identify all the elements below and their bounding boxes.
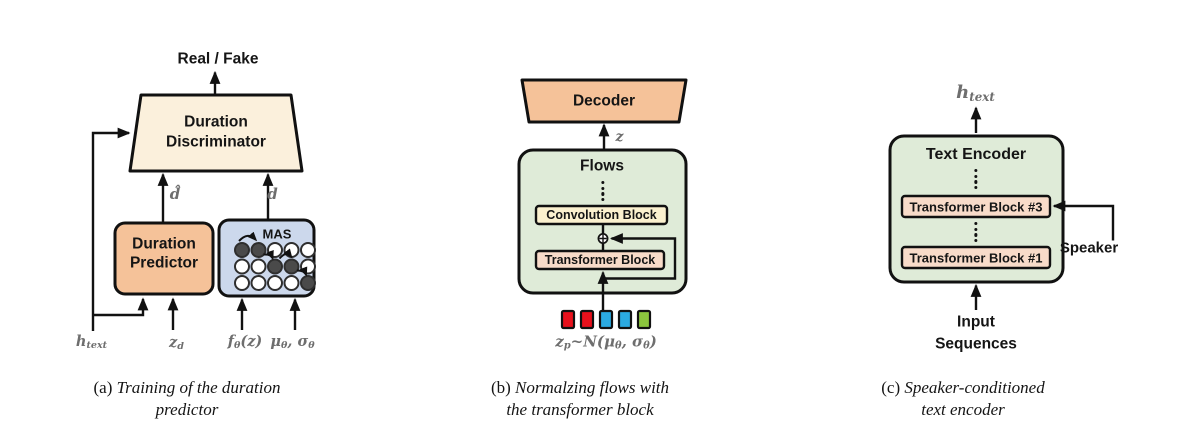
transformer-block-label: Transformer Block — [544, 252, 656, 267]
mas-cell-empty — [300, 242, 316, 258]
mas-cell-empty — [250, 258, 267, 275]
speaker-label: Speaker — [1059, 238, 1119, 256]
residual-skip-connection — [603, 233, 677, 280]
arrow-htext-to-discriminator — [91, 127, 131, 331]
mas-label: MAS — [262, 226, 292, 241]
h-text-label: htext — [75, 332, 108, 351]
arrow-htext-to-predictor — [93, 297, 149, 317]
decoder-label: Decoder — [572, 91, 636, 109]
ellipsis-encoder-mid-icon — [974, 222, 978, 243]
mas-cell-empty — [234, 275, 250, 291]
flows-label: Flows — [580, 157, 624, 175]
input-sequences-label: Input Sequences — [935, 313, 1017, 353]
mas-cell-filled — [300, 275, 316, 291]
duration-predictor-box — [113, 221, 215, 296]
h-text-output-label: htext — [956, 81, 995, 104]
z-p-distribution-label: zp~N(μθ, σθ) — [555, 331, 657, 352]
caption-a: (a) Training of the duration predictor — [93, 378, 281, 419]
mas-cell-empty — [250, 275, 267, 291]
panel-c-speaker-conditioned-text-encoder — [888, 106, 1115, 310]
decoder-trapezoid — [520, 78, 688, 124]
latent-square — [617, 309, 633, 330]
latent-square — [598, 309, 614, 330]
mas-cell-empty — [234, 258, 250, 275]
duration-discriminator-trapezoid — [128, 93, 304, 173]
text-encoder-label: Text Encoder — [925, 146, 1027, 163]
transformer-block-1-label: Transformer Block #1 — [909, 250, 1043, 266]
mas-cell-filled — [234, 242, 250, 258]
duration-predictor-label: Duration Predictor — [129, 235, 199, 272]
d-label: d — [267, 184, 278, 203]
transformer-block-3-box — [900, 194, 1052, 219]
mas-cell-empty — [267, 275, 283, 291]
f-theta-z-label: fθ(z) — [227, 332, 263, 351]
z-d-label: zd — [169, 333, 184, 352]
panel-b-normalizing-flows — [517, 78, 688, 330]
mas-cell-empty — [283, 275, 300, 291]
latent-square — [636, 309, 652, 330]
plus-circle-icon — [597, 233, 609, 244]
mas-path-arrows — [238, 231, 308, 277]
mu-sigma-label: μθ, σθ — [270, 332, 315, 351]
transformer-block-box — [534, 249, 666, 271]
convolution-block-label: Convolution Block — [546, 207, 657, 222]
d-hat-label: d̂ — [169, 185, 181, 203]
mas-cell-filled — [250, 242, 267, 258]
arrow-speaker-conditioning — [1052, 200, 1115, 241]
ellipsis-flows-icon — [601, 181, 605, 202]
convolution-block-box — [534, 204, 669, 226]
caption-c: (c) Speaker-conditioned text encoder — [881, 378, 1045, 419]
transformer-block-1-box — [900, 245, 1052, 270]
transformer-block-3-label: Transformer Block #3 — [909, 199, 1043, 215]
panel-a-training-duration-predictor — [91, 70, 316, 331]
latent-square — [579, 309, 595, 330]
mas-alignment-grid — [234, 242, 316, 291]
caption-b: (b) Normalzing flows with the transforme… — [490, 378, 670, 419]
duration-discriminator-label: Duration Discriminator — [166, 113, 266, 151]
mas-cell-filled — [283, 258, 300, 275]
latent-square — [560, 309, 576, 330]
ellipsis-encoder-top-icon — [974, 169, 978, 190]
mas-cell-filled — [267, 258, 283, 275]
latent-variable-squares — [560, 309, 652, 330]
z-label: z — [615, 128, 624, 145]
real-fake-label: Real / Fake — [177, 50, 259, 68]
